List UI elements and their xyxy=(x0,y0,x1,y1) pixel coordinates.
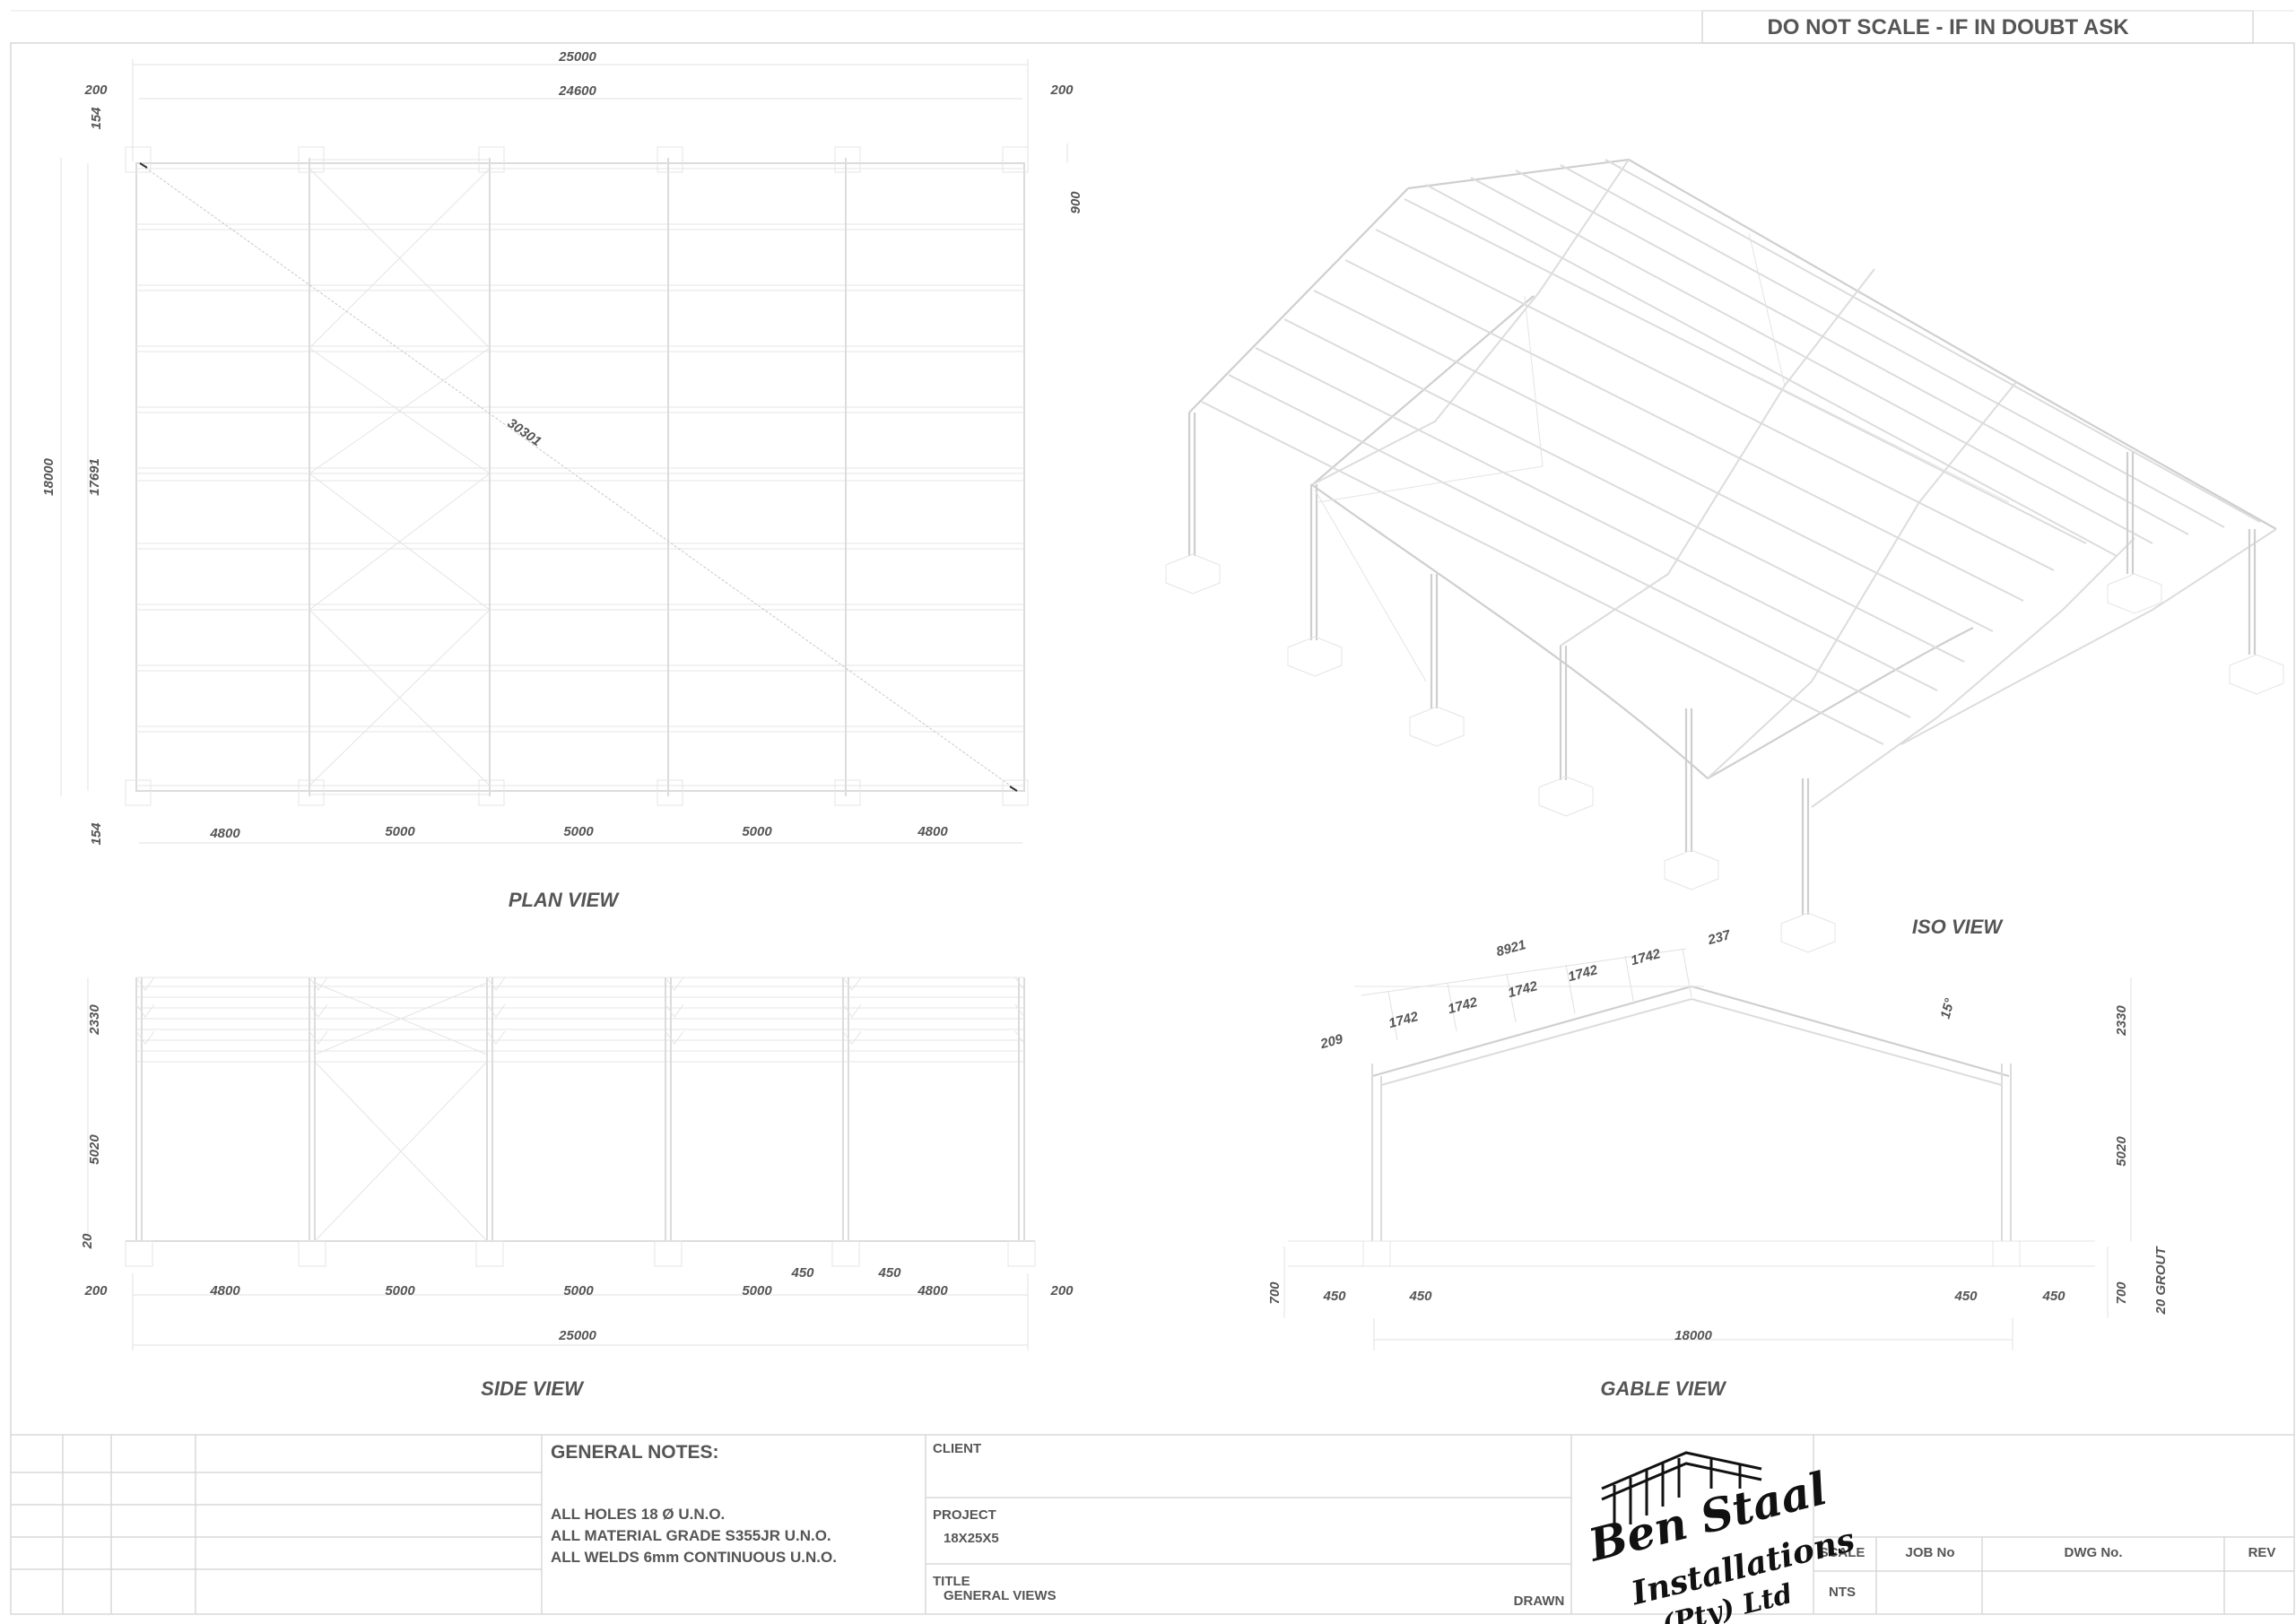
side-bay-5: 4800 xyxy=(917,1283,948,1298)
plan-overall-width: 25000 xyxy=(558,49,596,65)
gable-pitch: 15° xyxy=(1938,996,1959,1020)
plan-bottom-offset: 154 xyxy=(89,822,104,846)
side-edge-left: 200 xyxy=(83,1283,108,1298)
plan-diagonal: 30301 xyxy=(505,415,544,449)
plan-inner-depth: 17691 xyxy=(87,458,102,496)
general-note-2: ALL MATERIAL GRADE S355JR U.N.O. xyxy=(551,1527,831,1544)
gable-span: 18000 xyxy=(1674,1328,1712,1343)
plan-rafters xyxy=(309,158,847,796)
company-logo: Ben Staal Installations (Pty) Ltd xyxy=(1582,1451,1858,1624)
gable-spacing-3: 1742 xyxy=(1507,978,1540,1001)
gable-eave-offset: 209 xyxy=(1318,1031,1345,1052)
client-label: CLIENT xyxy=(933,1441,981,1456)
plan-bay-3: 5000 xyxy=(563,824,594,839)
plan-bracing xyxy=(309,159,491,795)
side-plate-left: 450 xyxy=(790,1265,814,1281)
plan-view xyxy=(60,59,1068,844)
plan-bay-5: 4800 xyxy=(917,824,948,839)
project-label: PROJECT xyxy=(933,1507,996,1523)
gable-column-height: 5020 xyxy=(2114,1136,2129,1167)
side-bay-1: 4800 xyxy=(209,1283,240,1298)
gable-spacing-2: 1742 xyxy=(1447,994,1480,1017)
plan-overall-depth: 18000 xyxy=(41,457,57,495)
scale-value: NTS xyxy=(1829,1585,1856,1600)
iso-view xyxy=(1165,158,2284,953)
gable-view-title: GABLE VIEW xyxy=(1600,1377,1727,1400)
gable-footing-right: 700 xyxy=(2114,1281,2129,1305)
side-overall: 25000 xyxy=(558,1328,596,1343)
plan-edge-right: 200 xyxy=(1049,83,1074,98)
plan-view-title: PLAN VIEW xyxy=(509,889,620,911)
plan-bay-1: 4800 xyxy=(209,826,240,841)
gable-rafter-length: 8921 xyxy=(1495,937,1528,960)
plan-purlins xyxy=(136,168,1024,786)
gable-plate-4: 450 xyxy=(2041,1289,2066,1304)
title-value: GENERAL VIEWS xyxy=(944,1588,1057,1603)
gable-plate-3: 450 xyxy=(1953,1289,1978,1304)
plan-column-bases xyxy=(125,146,1029,806)
revision-label: REV xyxy=(2248,1545,2276,1560)
side-base: 20 xyxy=(80,1233,95,1249)
side-bay-3: 5000 xyxy=(563,1283,594,1298)
side-edge-right: 200 xyxy=(1049,1283,1074,1298)
plan-bay-2: 5000 xyxy=(385,824,415,839)
gable-plate-1: 450 xyxy=(1322,1289,1346,1304)
plan-edge-left: 200 xyxy=(83,83,108,98)
title-label: TITLE xyxy=(933,1574,970,1589)
scale-label: SCALE xyxy=(1820,1545,1866,1560)
gable-plate-2: 450 xyxy=(1408,1289,1432,1304)
side-bay-4: 5000 xyxy=(742,1283,772,1298)
plan-top-offset: 154 xyxy=(89,107,104,130)
drawn-label: DRAWN xyxy=(1514,1594,1565,1609)
iso-view-title: ISO VIEW xyxy=(1912,916,2004,938)
side-rise: 2330 xyxy=(87,1004,102,1036)
project-value: 18X25X5 xyxy=(944,1531,999,1546)
gable-footing-left: 700 xyxy=(1267,1281,1283,1305)
do-not-scale-warning: DO NOT SCALE - IF IN DOUBT ASK xyxy=(1767,15,2129,39)
general-note-3: ALL WELDS 6mm CONTINUOUS U.N.O. xyxy=(551,1549,837,1566)
gable-view xyxy=(1283,948,2132,1350)
side-view-title: SIDE VIEW xyxy=(481,1377,585,1400)
gable-ridge-offset: 237 xyxy=(1706,927,1733,948)
gable-spacing-5: 1742 xyxy=(1630,946,1663,968)
side-bay-2: 5000 xyxy=(385,1283,415,1298)
side-column-height: 5020 xyxy=(87,1134,102,1165)
gable-grout: 20 GROUT xyxy=(2153,1246,2169,1316)
general-note-1: ALL HOLES 18 Ø U.N.O. xyxy=(551,1506,725,1523)
title-block xyxy=(11,1434,2294,1614)
drawing-number-label: DWG No. xyxy=(2065,1545,2123,1560)
plan-bay-4: 5000 xyxy=(742,824,772,839)
sheet-border xyxy=(10,10,2295,1615)
general-notes-heading: GENERAL NOTES: xyxy=(551,1442,718,1463)
roof-truss-icon xyxy=(1601,1451,1762,1524)
plan-overhang: 900 xyxy=(1068,191,1083,214)
plan-inner-width: 24600 xyxy=(558,83,596,99)
side-plate-right: 450 xyxy=(877,1265,901,1281)
job-number-label: JOB No xyxy=(1905,1545,1954,1560)
gable-rise: 2330 xyxy=(2114,1005,2129,1037)
side-view xyxy=(87,977,1036,1350)
